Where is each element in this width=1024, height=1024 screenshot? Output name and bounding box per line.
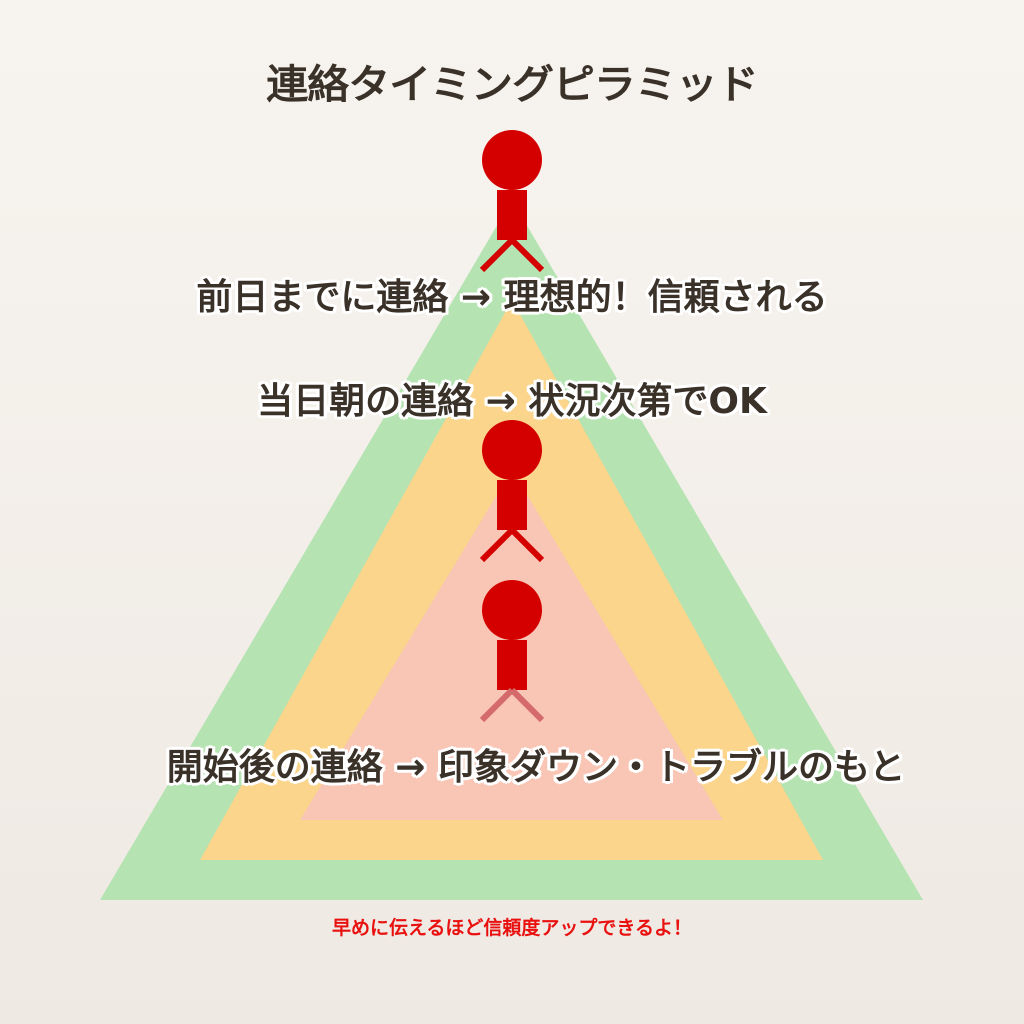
person-icon	[479, 420, 545, 563]
person-icon	[479, 130, 545, 273]
person-icon	[479, 580, 545, 723]
footer-note: 早めに伝えるほど信頼度アップできるよ！	[331, 917, 693, 939]
tier-outer-label: 前日までに連絡 → 理想的！信頼される	[196, 277, 828, 318]
tier-middle-label: 当日朝の連絡 → 状況次第でOK	[257, 381, 767, 422]
diagram-title: 連絡タイミングピラミッド	[266, 62, 758, 108]
tier-inner-label: 開始後の連絡 → 印象ダウン・トラブルのもと	[166, 747, 906, 788]
